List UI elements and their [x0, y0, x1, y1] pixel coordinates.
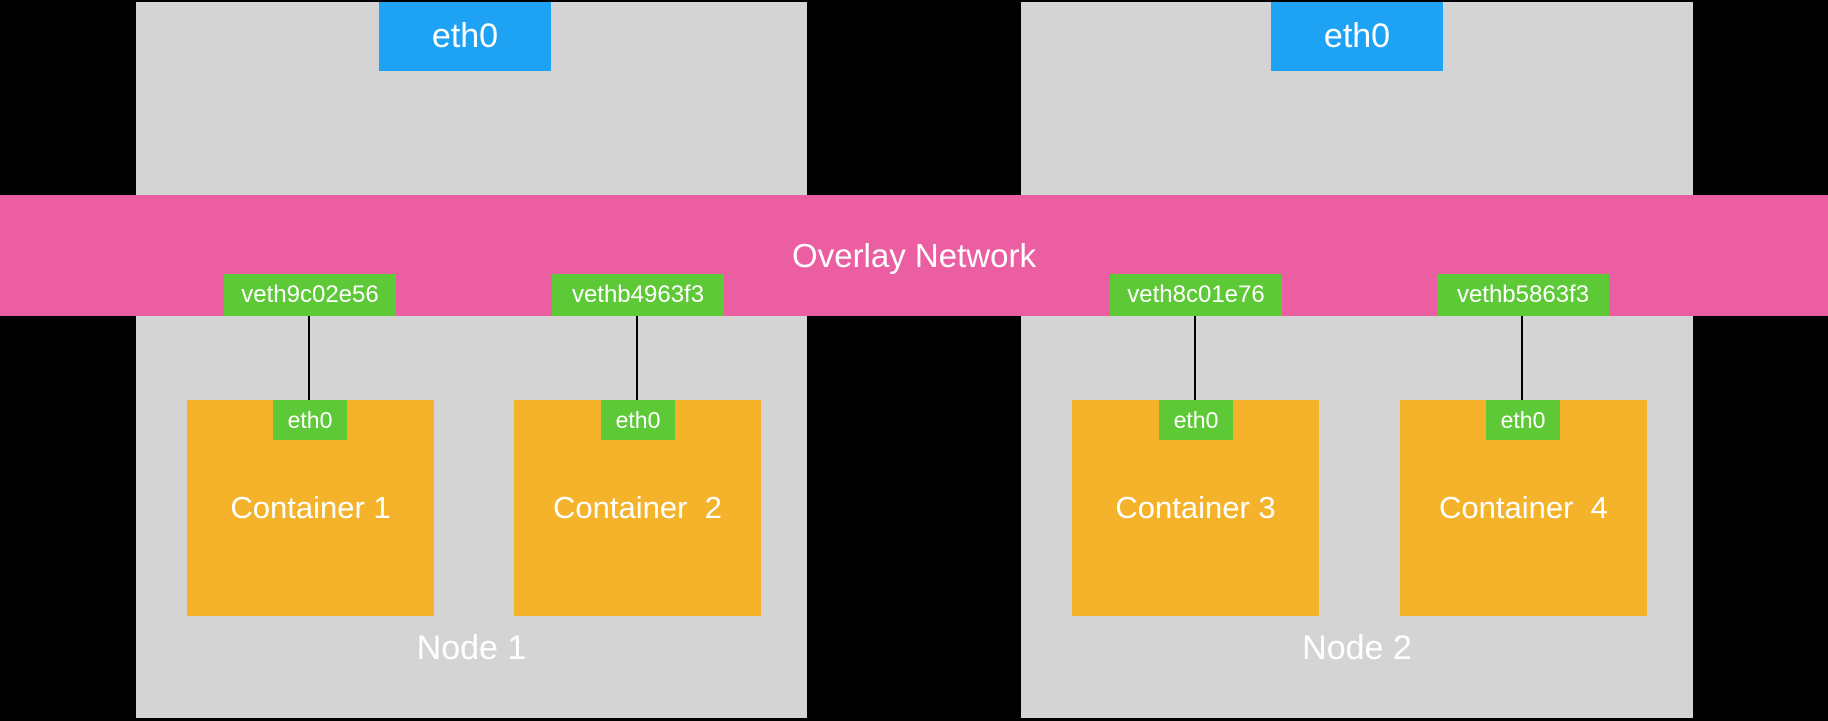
container-1-label: Container 1: [230, 490, 391, 525]
container-1-box: Container 1: [187, 400, 434, 616]
overlay-network-label: Overlay Network: [792, 236, 1036, 274]
container-2-eth0-box: eth0: [601, 400, 675, 440]
container-4-eth0-box: eth0: [1486, 400, 1560, 440]
container-3-eth0-box: eth0: [1159, 400, 1233, 440]
veth-endpoint-1: veth9c02e56: [224, 274, 396, 316]
container-1-eth0-box: eth0: [273, 400, 347, 440]
node-2-eth0-box: eth0: [1271, 2, 1443, 71]
veth-endpoint-4: vethb5863f3: [1437, 274, 1609, 316]
node-2-label: Node 2: [1302, 629, 1412, 667]
connector-line-4: [1521, 316, 1523, 400]
node-1-eth0-box: eth0: [379, 2, 551, 71]
veth-endpoint-3: veth8c01e76: [1110, 274, 1282, 316]
container-4-label: Container 4: [1439, 490, 1608, 525]
veth-endpoint-2: vethb4963f3: [552, 274, 724, 316]
connector-line-1: [308, 316, 310, 400]
connector-line-2: [636, 316, 638, 400]
connector-line-3: [1194, 316, 1196, 400]
container-3-label: Container 3: [1115, 490, 1276, 525]
node-1-label: Node 1: [416, 629, 527, 667]
container-2-label: Container 2: [553, 490, 722, 525]
